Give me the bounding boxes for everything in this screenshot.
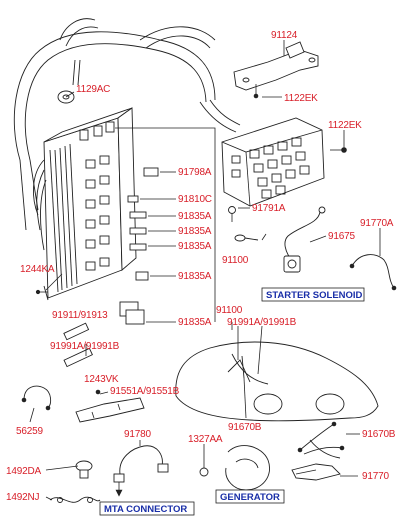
mta-connector-label: MTA CONNECTOR: [104, 504, 187, 515]
label-91770: 91770: [362, 471, 389, 482]
label-91675: 91675: [328, 231, 355, 242]
label-1492da: 1492DA: [6, 466, 41, 477]
label-91810c: 91810C: [178, 194, 212, 205]
main-harness: [13, 18, 241, 231]
label-91911-91913: 91911/91913: [52, 310, 108, 321]
sensor-91770: [291, 463, 341, 481]
terminal-ground: [234, 234, 259, 242]
junction-block: [33, 107, 137, 301]
wire-91770a: [349, 254, 397, 291]
generator-label: GENERATOR: [220, 492, 280, 503]
label-1243vk: 1243VK: [84, 374, 119, 385]
starter-solenoid-label: STARTER SOLENOID: [266, 290, 363, 301]
label-91770a: 91770A: [360, 218, 394, 229]
clip-1492da: [75, 460, 93, 479]
label-1327aa: 1327AA: [188, 434, 223, 445]
label-1129ac: 1129AC: [76, 84, 110, 95]
label-91991ab-left: 91991A/91991B: [50, 341, 120, 352]
label-1122ek-right: 1122EK: [328, 120, 362, 131]
label-91670b-right: 91670B: [362, 429, 396, 440]
label-91835a-2: 91835A: [178, 226, 212, 237]
ground-strap-56259: [21, 385, 52, 411]
band-1492nj: [49, 496, 101, 503]
screw-91791a: [228, 206, 236, 222]
bracket-91124: [233, 41, 319, 99]
label-91835a-4: 91835A: [178, 271, 212, 282]
caption-generator: GENERATOR: [215, 489, 285, 504]
part-labels: 91124 1129AC 1122EK 1122EK 91798A 91810C…: [6, 30, 396, 503]
label-56259: 56259: [16, 426, 43, 437]
label-91791a: 91791A: [252, 203, 286, 214]
label-91670b-car: 91670B: [228, 422, 262, 433]
label-1122ek-top: 1122EK: [284, 93, 318, 104]
car-outline: [175, 341, 379, 422]
holder-91551ab: [75, 389, 145, 423]
label-91798a: 91798A: [178, 167, 212, 178]
tubes: [63, 322, 93, 368]
label-1244ka: 1244KA: [20, 264, 55, 275]
leader-lines: [29, 40, 381, 501]
label-91124: 91124: [271, 30, 298, 41]
label-91780: 91780: [124, 429, 151, 440]
generator-part: [199, 445, 270, 491]
label-1492nj: 1492NJ: [6, 492, 39, 503]
mta-connector-part: [113, 445, 169, 497]
caption-starter-solenoid: STARTER SOLENOID: [261, 287, 365, 302]
bracket-91100-outline: [115, 127, 216, 322]
label-91991ab-right: 91991A/91991B: [227, 317, 297, 328]
label-91100-a: 91100: [222, 255, 249, 266]
relay-block: [221, 117, 325, 207]
harness-91670b: [297, 421, 345, 459]
label-91551ab: 91551A/91551B: [110, 386, 180, 397]
label-91100-b: 91100: [216, 305, 243, 316]
label-91835a-3: 91835A: [178, 241, 212, 252]
label-91835a-1: 91835A: [178, 211, 212, 222]
label-91835a-5: 91835A: [178, 317, 212, 328]
caption-mta-connector: MTA CONNECTOR: [99, 501, 195, 516]
starter-solenoid-part: [283, 206, 326, 273]
fuse-parts: [119, 167, 159, 325]
bolt-1122ek-right: [330, 147, 347, 153]
bolt-1244ka: [35, 289, 48, 295]
